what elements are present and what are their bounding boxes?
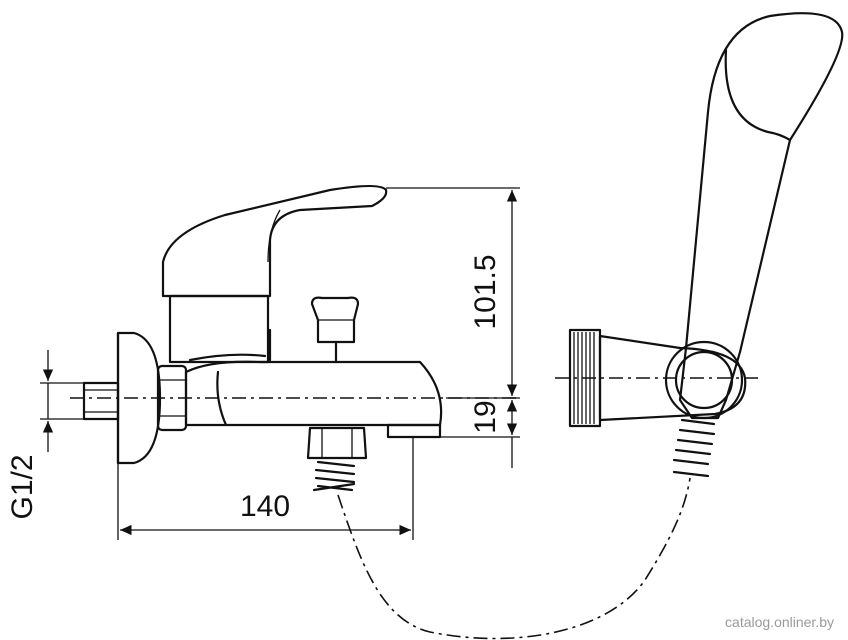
dimension-width: 140	[117, 437, 414, 540]
wall-connector	[82, 331, 188, 465]
centerlines	[70, 377, 760, 399]
mixer-body	[168, 294, 443, 427]
diverter-knob	[310, 296, 360, 364]
spout-outlet	[306, 423, 442, 492]
dimension-thread: G1/2	[6, 350, 84, 520]
shower-hose	[337, 477, 691, 640]
watermark: catalog.onliner.by	[725, 614, 834, 630]
dimension-thread-label: G1/2	[6, 454, 39, 519]
dimension-height-label: 101.5	[469, 254, 502, 329]
lever-handle	[161, 184, 388, 298]
hand-shower	[672, 12, 844, 478]
dimension-height: 101.5	[386, 187, 520, 399]
dimension-spout-label: 19	[469, 400, 502, 433]
dimension-spout: 19	[440, 400, 520, 468]
dimension-width-label: 140	[240, 490, 290, 523]
